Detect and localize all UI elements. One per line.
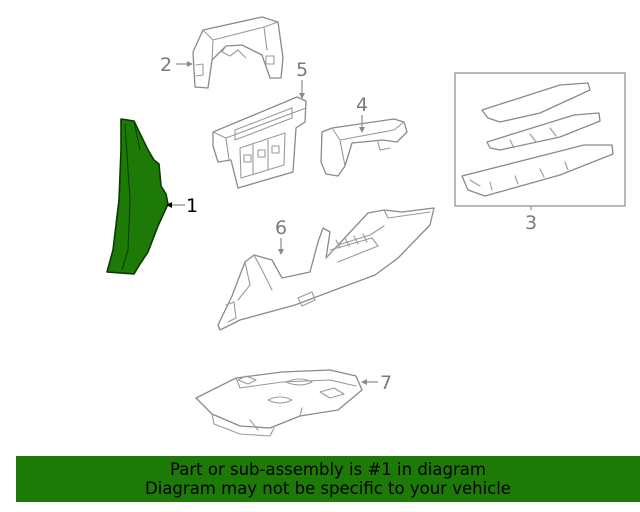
callout-1[interactable]: 1 <box>186 195 198 217</box>
callout-4[interactable]: 4 <box>356 94 368 116</box>
fitment-notice-line-1: Part or sub-assembly is #1 in diagram <box>170 460 486 479</box>
callout-7[interactable]: 7 <box>380 372 392 394</box>
callout-7-arrow <box>361 379 367 385</box>
callout-6-arrow <box>278 249 284 255</box>
part-1-trim-panel[interactable] <box>106 118 169 275</box>
callout-3[interactable]: 3 <box>525 212 537 234</box>
part-7-floor-bracket[interactable] <box>195 369 363 437</box>
part-3-trim-set[interactable] <box>454 72 626 207</box>
part-2-upper-bracket[interactable] <box>192 16 284 89</box>
fitment-notice-line-2: Diagram may not be specific to your vehi… <box>145 479 511 498</box>
callout-5[interactable]: 5 <box>296 59 308 81</box>
callout-1-arrow <box>166 202 172 208</box>
part-6-lower-panel[interactable] <box>217 207 435 331</box>
callout-6[interactable]: 6 <box>275 217 287 239</box>
callout-2[interactable]: 2 <box>160 54 172 76</box>
parts-diagram: 1 2 5 4 <box>106 16 626 437</box>
callout-2-arrow <box>187 61 193 67</box>
callout-4-arrow <box>359 127 365 133</box>
part-4-trim-piece[interactable] <box>320 118 408 177</box>
callout-5-arrow <box>299 93 305 99</box>
fitment-notice-banner: Part or sub-assembly is #1 in diagram Di… <box>16 456 640 502</box>
part-5-switch-bezel[interactable] <box>212 96 307 189</box>
